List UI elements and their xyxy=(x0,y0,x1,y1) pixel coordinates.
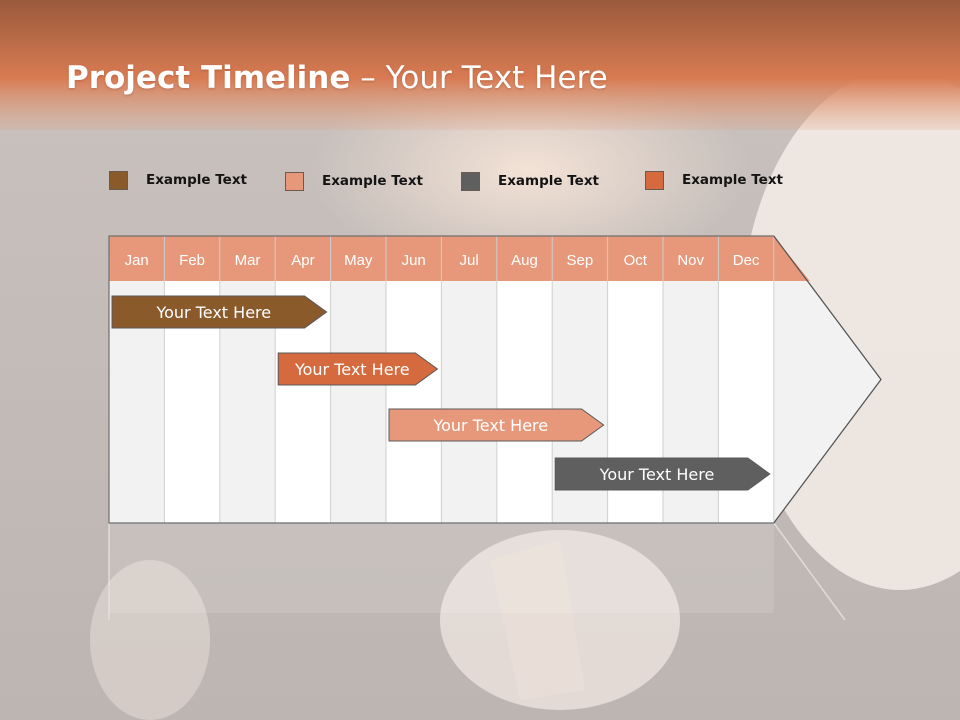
legend-swatch xyxy=(461,172,480,191)
month-label-nov: Nov xyxy=(677,252,704,269)
month-column xyxy=(386,281,442,523)
task-bar xyxy=(554,457,771,491)
legend-swatch xyxy=(645,171,664,190)
legend-swatch xyxy=(109,171,128,190)
month-label-may: May xyxy=(344,252,373,269)
month-label-dec: Dec xyxy=(733,252,760,269)
task-bar xyxy=(277,352,439,386)
month-header-band xyxy=(109,236,810,281)
chart-reflection-fill xyxy=(109,523,774,613)
month-label-aug: Aug xyxy=(511,252,538,269)
month-label-sep: Sep xyxy=(567,252,594,269)
month-column xyxy=(441,281,497,523)
month-label-jun: Jun xyxy=(402,252,426,269)
timeline-arrow-tip xyxy=(773,235,882,524)
task-bar-label: Your Text Here xyxy=(599,465,715,484)
month-label-oct: Oct xyxy=(624,252,648,269)
legend-swatch xyxy=(285,172,304,191)
task-bar xyxy=(111,295,328,329)
month-label-jul: Jul xyxy=(460,252,479,269)
chart-reflection xyxy=(108,522,846,621)
task-bar xyxy=(388,408,605,442)
month-label-feb: Feb xyxy=(179,252,205,269)
page-title: Project Timeline – Your Text Here xyxy=(66,60,608,96)
title-bold: Project Timeline xyxy=(66,60,351,96)
month-column xyxy=(496,281,553,523)
legend-label: Example Text xyxy=(682,172,783,188)
title-rest: – Your Text Here xyxy=(350,60,608,96)
task-bar-label: Your Text Here xyxy=(432,416,548,435)
month-label-mar: Mar xyxy=(235,252,261,269)
task-bar-label: Your Text Here xyxy=(294,360,410,379)
month-label-apr: Apr xyxy=(291,252,314,269)
legend-label: Example Text xyxy=(146,172,247,188)
month-label-jan: Jan xyxy=(125,252,149,269)
task-bar-label: Your Text Here xyxy=(155,303,271,322)
legend-label: Example Text xyxy=(322,173,423,189)
month-column xyxy=(330,281,386,523)
header-band xyxy=(0,0,960,130)
legend-label: Example Text xyxy=(498,173,599,189)
timeline-frame xyxy=(108,235,774,524)
